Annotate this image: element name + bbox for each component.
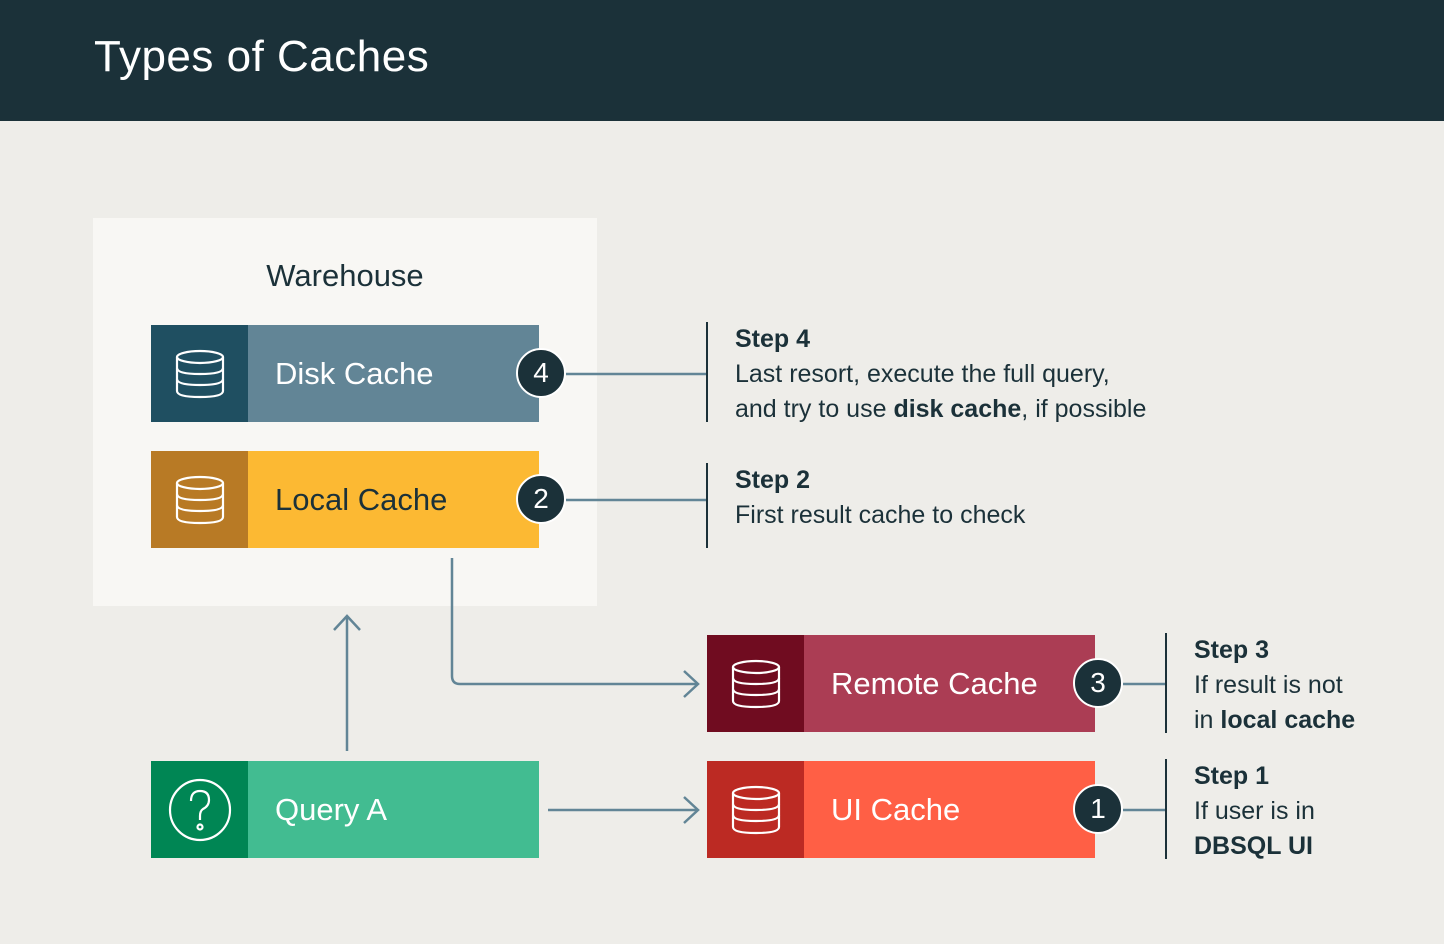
disk-cache-block: Disk Cache: [151, 325, 539, 422]
query-icon-box: [151, 761, 248, 858]
step-2-line1: First result cache to check: [735, 501, 1026, 529]
step-4-title: Step 4: [735, 325, 811, 353]
step-4-line2-suffix: , if possible: [1021, 395, 1147, 423]
badge-step-1: 1: [1073, 784, 1123, 834]
step-4-line1: Last resort, execute the full query,: [735, 360, 1110, 388]
warehouse-title: Warehouse: [266, 258, 424, 293]
remote-cache-block: Remote Cache: [707, 635, 1095, 732]
ui-cache-icon-box: [707, 761, 804, 858]
local-cache-block: Local Cache: [151, 451, 539, 548]
page-title: Types of Caches: [94, 32, 430, 81]
arrowhead-ui: [683, 796, 700, 824]
remote-cache-icon-box: [707, 635, 804, 732]
database-icon: [175, 475, 224, 524]
arrow-local-to-remote: [450, 558, 697, 686]
remote-cache-label: Remote Cache: [804, 635, 1095, 732]
local-cache-label: Local Cache: [248, 451, 539, 548]
step-3-line1: If result is not: [1194, 671, 1343, 699]
badge-step-3: 3: [1073, 658, 1123, 708]
step-1-title: Step 1: [1194, 762, 1270, 790]
step-4-description: Step 4 Last resort, execute the full que…: [706, 322, 1146, 423]
step-1-line2: DBSQL UI: [1194, 829, 1315, 864]
query-a-label: Query A: [248, 761, 539, 858]
badge-step-4: 4: [516, 348, 566, 398]
header-bar: Types of Caches: [0, 0, 1444, 121]
step-3-line2-text: in: [1194, 706, 1221, 734]
step-1-line2-emphasis: DBSQL UI: [1194, 832, 1313, 860]
step-1-description: Step 1 If user is in DBSQL UI: [1165, 759, 1315, 860]
query-a-block: Query A: [151, 761, 539, 858]
step-3-title: Step 3: [1194, 636, 1270, 664]
step-4-line2-emphasis: disk cache: [893, 395, 1022, 423]
step-1-line1: If user is in: [1194, 797, 1315, 825]
database-icon: [731, 659, 780, 708]
disk-cache-label: Disk Cache: [248, 325, 539, 422]
step-3-line2-emphasis: local cache: [1220, 706, 1356, 734]
arrowhead-remote: [683, 670, 700, 698]
step-4-line2: and try to use disk cache, if possible: [735, 392, 1146, 427]
question-icon: [168, 778, 231, 841]
ui-cache-label: UI Cache: [804, 761, 1095, 858]
step-3-description: Step 3 If result is not in local cache: [1165, 633, 1355, 734]
step-4-line2-text: and try to use: [735, 395, 894, 423]
ui-cache-block: UI Cache: [707, 761, 1095, 858]
step-2-title: Step 2: [735, 466, 811, 494]
database-icon: [175, 349, 224, 398]
database-icon: [731, 785, 780, 834]
badge-step-2: 2: [516, 474, 566, 524]
step-2-description: Step 2 First result cache to check: [706, 463, 1025, 548]
step-3-line2: in local cache: [1194, 703, 1355, 738]
arrowhead-warehouse: [333, 614, 361, 631]
local-cache-icon-box: [151, 451, 248, 548]
disk-cache-icon-box: [151, 325, 248, 422]
